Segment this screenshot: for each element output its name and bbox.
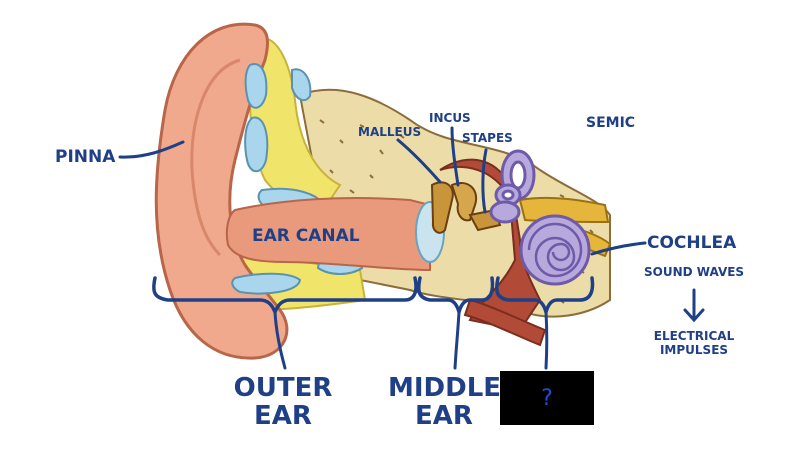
outer-ear-line-1: OUTER [233,373,333,403]
pinna-label: PINNA [55,147,116,167]
electrical-impulses-label: ELECTRICAL IMPULSES [646,329,742,357]
outer-ear-line-2: EAR [254,401,312,431]
malleus-label: MALLEUS [358,125,422,139]
hidden-answer-box[interactable]: ? [500,371,594,425]
incus-label: INCUS [429,111,471,125]
stapes-pointer [481,148,488,214]
malleus-bone [430,181,454,234]
pointer-lines [118,126,647,370]
semicircular-canals [489,149,536,224]
cochlea-spiral [519,214,591,286]
inner-canal [463,298,547,347]
electrical-line-2: IMPULSES [659,343,729,357]
inner-pointer [544,310,549,370]
middle-ear-label: MIDDLE EAR [388,373,502,431]
middle-ear-line-1: MIDDLE [388,373,502,403]
incus-pointer [450,126,460,187]
cochlea-label: COCHLEA [647,233,737,253]
down-arrow-icon [683,288,705,323]
semicircular-label: SEMIC [586,115,636,131]
middle-pointer [453,310,461,370]
question-mark: ? [541,385,553,411]
outer-pointer [273,310,287,370]
pinna-pointer [118,140,185,159]
incus-bone [450,182,478,222]
pinna-shape [154,22,289,360]
pinna-inner-fold [190,58,241,257]
stapes-label: STAPES [462,131,513,145]
malleus-pointer [396,138,442,184]
cochlea-pointer [590,241,647,256]
ear-canal [225,197,431,272]
electrical-line-1: ELECTRICAL [653,329,735,343]
sound-waves-label: SOUND WAVES [644,265,745,279]
middle-ear-line-2: EAR [415,401,473,431]
ear-canal-label: EAR CANAL [252,226,360,246]
outer-ear-label: OUTER EAR [228,374,338,430]
